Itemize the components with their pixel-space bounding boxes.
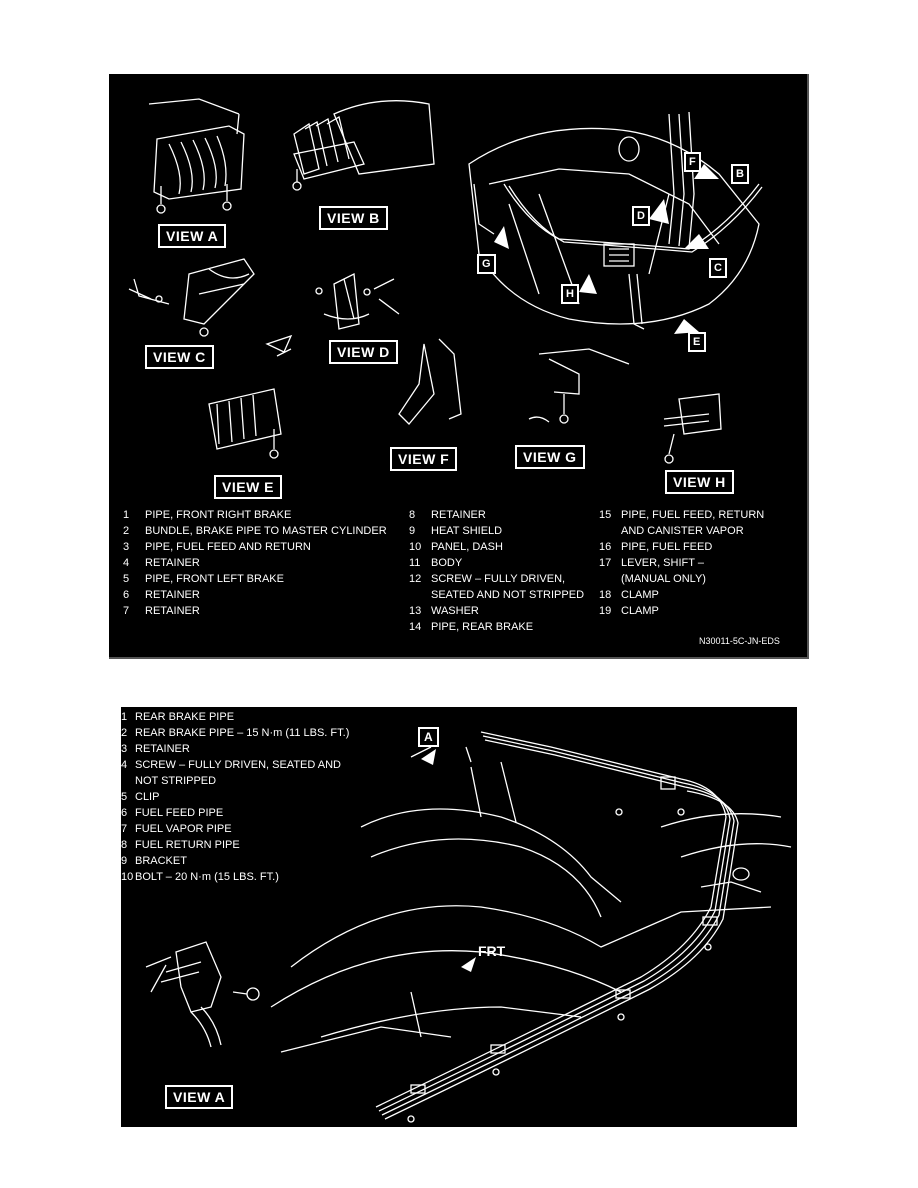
arrow-c-label: C <box>709 258 728 278</box>
view-b-label: VIEW B <box>319 206 388 230</box>
view-d-label: VIEW D <box>329 340 398 364</box>
legend-item: SEATED AND NOT STRIPPED <box>431 589 585 601</box>
view-g-label: VIEW G <box>515 445 585 469</box>
figure-2-illustration <box>145 731 792 1123</box>
figure-code: N30011-5C-JN-EDS <box>699 636 780 646</box>
legend-item: NOT STRIPPED <box>135 775 217 787</box>
figure-1-illustration <box>128 98 763 464</box>
arrow-f-label: F <box>684 152 702 172</box>
view-f-label: VIEW F <box>390 447 458 471</box>
arrow-h-label: H <box>561 284 580 304</box>
arrow-b-label: B <box>731 164 750 184</box>
arrow-g-label: G <box>477 254 497 274</box>
view-a-label: VIEW A <box>158 224 227 248</box>
figure-1-panel: VIEW A VIEW B VIEW C VIEW D VIEW E VIEW … <box>109 74 809 659</box>
front-direction-label: FRT <box>478 943 506 959</box>
view-c-label: VIEW C <box>145 345 214 369</box>
legend-item: (MANUAL ONLY) <box>621 573 706 585</box>
arrow-d-label: D <box>632 206 651 226</box>
view-a-label: VIEW A <box>165 1085 234 1109</box>
arrow-e-label: E <box>688 332 706 352</box>
legend-item: AND CANISTER VAPOR <box>621 525 744 537</box>
view-h-label: VIEW H <box>665 470 734 494</box>
arrow-a-label: A <box>418 727 440 747</box>
view-e-label: VIEW E <box>214 475 283 499</box>
